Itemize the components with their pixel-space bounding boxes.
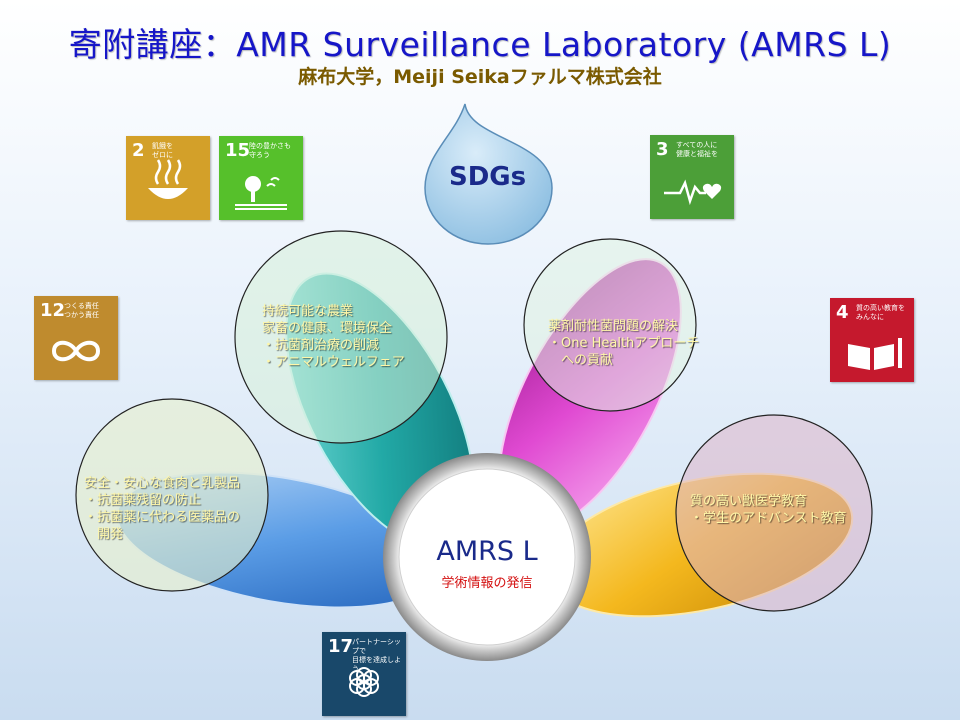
sdg-goal-3: 3 すべての人に 健康と福祉を bbox=[650, 135, 734, 219]
amr-line: 薬剤耐性菌問題の解決 bbox=[548, 319, 679, 334]
food-line: ・抗菌薬残留の防止 bbox=[84, 493, 202, 508]
sdg-text: パートナーシップで 目標を達成しよう bbox=[352, 638, 401, 673]
sdg-number: 17 bbox=[328, 636, 354, 657]
label-agriculture: 持続可能な農業 家畜の健康、環境保全 ・抗菌剤治療の削減 ・アニマルウェルフェア bbox=[262, 303, 405, 371]
tree-icon bbox=[235, 176, 287, 210]
sdg-goal-15: 15 陸の豊かさも 守ろう bbox=[219, 136, 303, 220]
sdg-text: 飢餓を ゼロに bbox=[152, 142, 173, 159]
food-line: ・抗菌薬に代わる医薬品の bbox=[84, 510, 241, 525]
sdg-number: 3 bbox=[656, 139, 669, 160]
sdg-goal-12: 12 つくる責任 つかう責任 bbox=[34, 296, 118, 380]
label-amr: 薬剤耐性菌問題の解決 ・One Healthアプローチ への貢献 bbox=[548, 318, 699, 369]
circle-agriculture bbox=[234, 230, 448, 444]
education-line: ・学生のアドバンスト教育 bbox=[690, 511, 847, 526]
bowl-icon bbox=[148, 159, 188, 199]
book-icon bbox=[848, 338, 902, 370]
sdg-text: すべての人に 健康と福祉を bbox=[676, 141, 718, 158]
sdgs-drop bbox=[424, 103, 553, 245]
center-title: AMRS L bbox=[436, 536, 538, 567]
sdg-goal-17: 17 パートナーシップで 目標を達成しよう bbox=[322, 632, 406, 716]
label-food: 安全・安心な食肉と乳製品 ・抗菌薬残留の防止 ・抗菌薬に代わる医薬品の 開発 bbox=[84, 475, 240, 543]
agriculture-line: 持続可能な農業 bbox=[262, 304, 354, 319]
heartbeat-icon bbox=[664, 179, 722, 206]
center-subtitle: 学術情報の発信 bbox=[441, 576, 533, 591]
infinity-icon bbox=[51, 340, 101, 362]
circle-amr bbox=[523, 238, 697, 412]
agriculture-line: 家畜の健康、環境保全 bbox=[262, 321, 393, 336]
page-title: 寄附講座：AMR Surveillance Laboratory (AMRS L… bbox=[68, 25, 892, 64]
amr-line: ・One Healthアプローチ bbox=[548, 336, 700, 351]
agriculture-line: ・抗菌剤治療の削減 bbox=[262, 338, 380, 353]
center-disc bbox=[398, 468, 576, 646]
amr-line: への貢献 bbox=[548, 353, 614, 368]
circle-food bbox=[75, 398, 269, 592]
sdg-text: つくる責任 つかう責任 bbox=[64, 302, 99, 319]
sdg-goal-4: 4 質の高い教育を みんなに bbox=[830, 298, 914, 382]
page-subtitle: 麻布大学，Meiji Seikaファルマ株式会社 bbox=[298, 66, 662, 88]
sdg-text: 陸の豊かさも 守ろう bbox=[249, 142, 291, 159]
sdg-number: 4 bbox=[836, 302, 849, 323]
sdg-number: 2 bbox=[132, 140, 145, 161]
food-line: 安全・安心な食肉と乳製品 bbox=[84, 476, 241, 491]
sdg-number: 15 bbox=[225, 140, 251, 161]
label-education: 質の高い獣医学教育 ・学生のアドバンスト教育 bbox=[690, 493, 846, 527]
sdg-number: 12 bbox=[40, 300, 66, 321]
sdgs-label: SDGs bbox=[449, 162, 527, 192]
food-line: 開発 bbox=[84, 527, 124, 542]
agriculture-line: ・アニマルウェルフェア bbox=[262, 355, 405, 370]
education-line: 質の高い獣医学教育 bbox=[690, 494, 808, 509]
circle-education bbox=[675, 414, 873, 612]
sdg-goal-2: 2 飢餓を ゼロに bbox=[126, 136, 210, 220]
sdg-text: 質の高い教育を みんなに bbox=[856, 304, 905, 321]
flower-icon bbox=[349, 667, 379, 697]
